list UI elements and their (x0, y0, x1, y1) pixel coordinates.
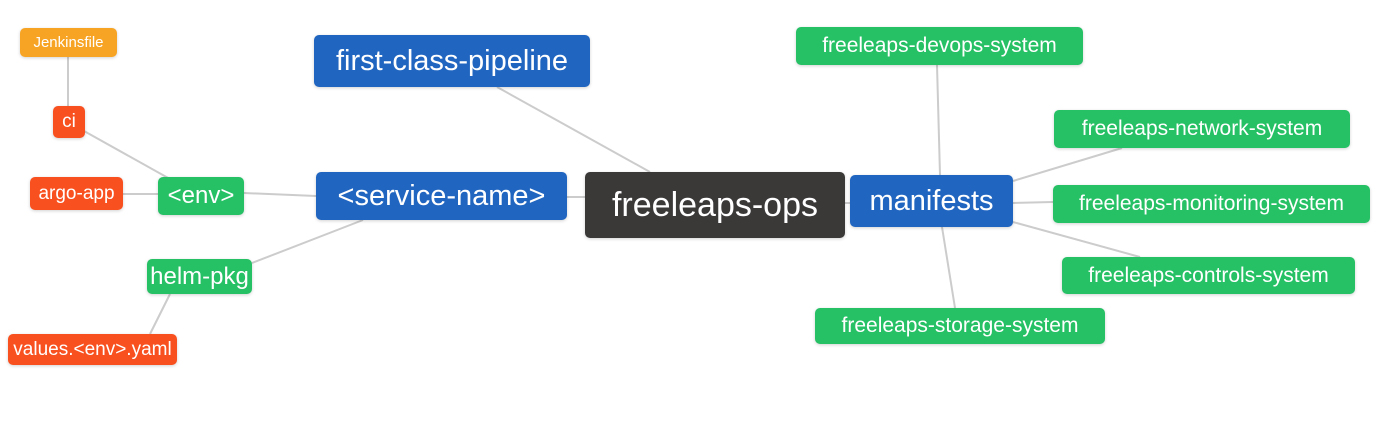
node-helm-pkg[interactable]: helm-pkg (147, 259, 252, 294)
edge-helm-pkg-service-name (251, 219, 364, 264)
edge-ci-env (83, 130, 171, 180)
edge-manifests-freeleaps-controls-system (1012, 221, 1141, 258)
node-freeleaps-controls-system[interactable]: freeleaps-controls-system (1062, 257, 1355, 294)
edge-values-env-yaml-helm-pkg (149, 293, 171, 335)
node-argo-app[interactable]: argo-app (30, 177, 123, 210)
edge-manifests-freeleaps-network-system (1012, 147, 1123, 182)
node-jenkinsfile[interactable]: Jenkinsfile (20, 28, 117, 57)
node-values-env-yaml[interactable]: values.<env>.yaml (8, 334, 177, 365)
node-manifests[interactable]: manifests (850, 175, 1013, 227)
edge-env-service-name (243, 192, 317, 197)
node-env[interactable]: <env> (158, 177, 244, 215)
node-ci[interactable]: ci (53, 106, 85, 138)
node-freeleaps-storage-system[interactable]: freeleaps-storage-system (815, 308, 1105, 344)
edge-manifests-freeleaps-monitoring-system (1012, 201, 1054, 204)
edge-manifests-freeleaps-devops-system (936, 64, 941, 176)
edge-first-class-pipeline-freeleaps-ops (496, 86, 651, 173)
node-freeleaps-devops-system[interactable]: freeleaps-devops-system (796, 27, 1083, 65)
node-first-class-pipeline[interactable]: first-class-pipeline (314, 35, 590, 87)
node-freeleaps-ops[interactable]: freeleaps-ops (585, 172, 845, 238)
node-freeleaps-network-system[interactable]: freeleaps-network-system (1054, 110, 1350, 148)
node-freeleaps-monitoring-system[interactable]: freeleaps-monitoring-system (1053, 185, 1370, 223)
edge-manifests-freeleaps-storage-system (941, 226, 956, 309)
node-service-name[interactable]: <service-name> (316, 172, 567, 220)
